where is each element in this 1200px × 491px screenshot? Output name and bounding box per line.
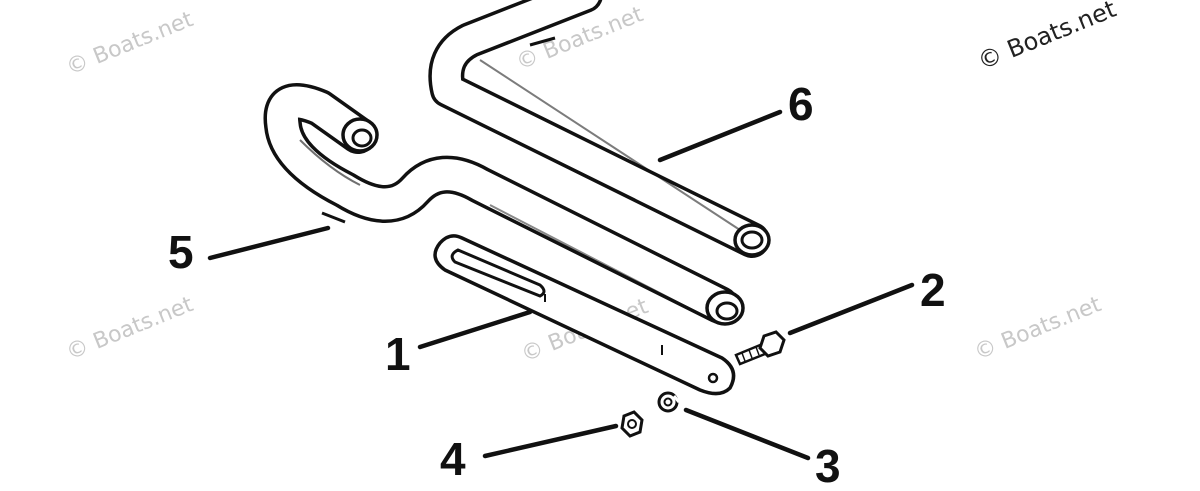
watermark-top-right: © Boats.net xyxy=(974,0,1120,76)
callout-3: 3 xyxy=(815,440,841,491)
callout-5: 5 xyxy=(168,226,194,278)
tube-part-5 xyxy=(263,83,745,326)
leader-3 xyxy=(683,407,811,461)
callout-1: 1 xyxy=(385,328,411,380)
watermark-top-left: © Boats.net xyxy=(63,7,197,81)
nut-part-4 xyxy=(620,410,644,438)
callout-labels: 6 5 1 2 3 4 xyxy=(168,78,946,491)
leader-lines xyxy=(207,109,915,461)
leader-4 xyxy=(482,423,619,459)
bolt-part-2 xyxy=(734,330,786,366)
leader-5 xyxy=(207,225,331,261)
leader-2 xyxy=(787,282,915,336)
leader-6 xyxy=(657,109,783,163)
tube-part-6 xyxy=(428,0,771,258)
callout-6: 6 xyxy=(788,78,814,130)
callout-4: 4 xyxy=(440,433,466,485)
bracket-part-1 xyxy=(433,234,736,396)
leader-1 xyxy=(417,309,533,350)
watermark-mid-left: © Boats.net xyxy=(63,292,197,366)
watermark-mid-right: © Boats.net xyxy=(971,292,1105,366)
callout-2: 2 xyxy=(920,264,946,316)
lock-washer-part-3 xyxy=(657,391,681,413)
